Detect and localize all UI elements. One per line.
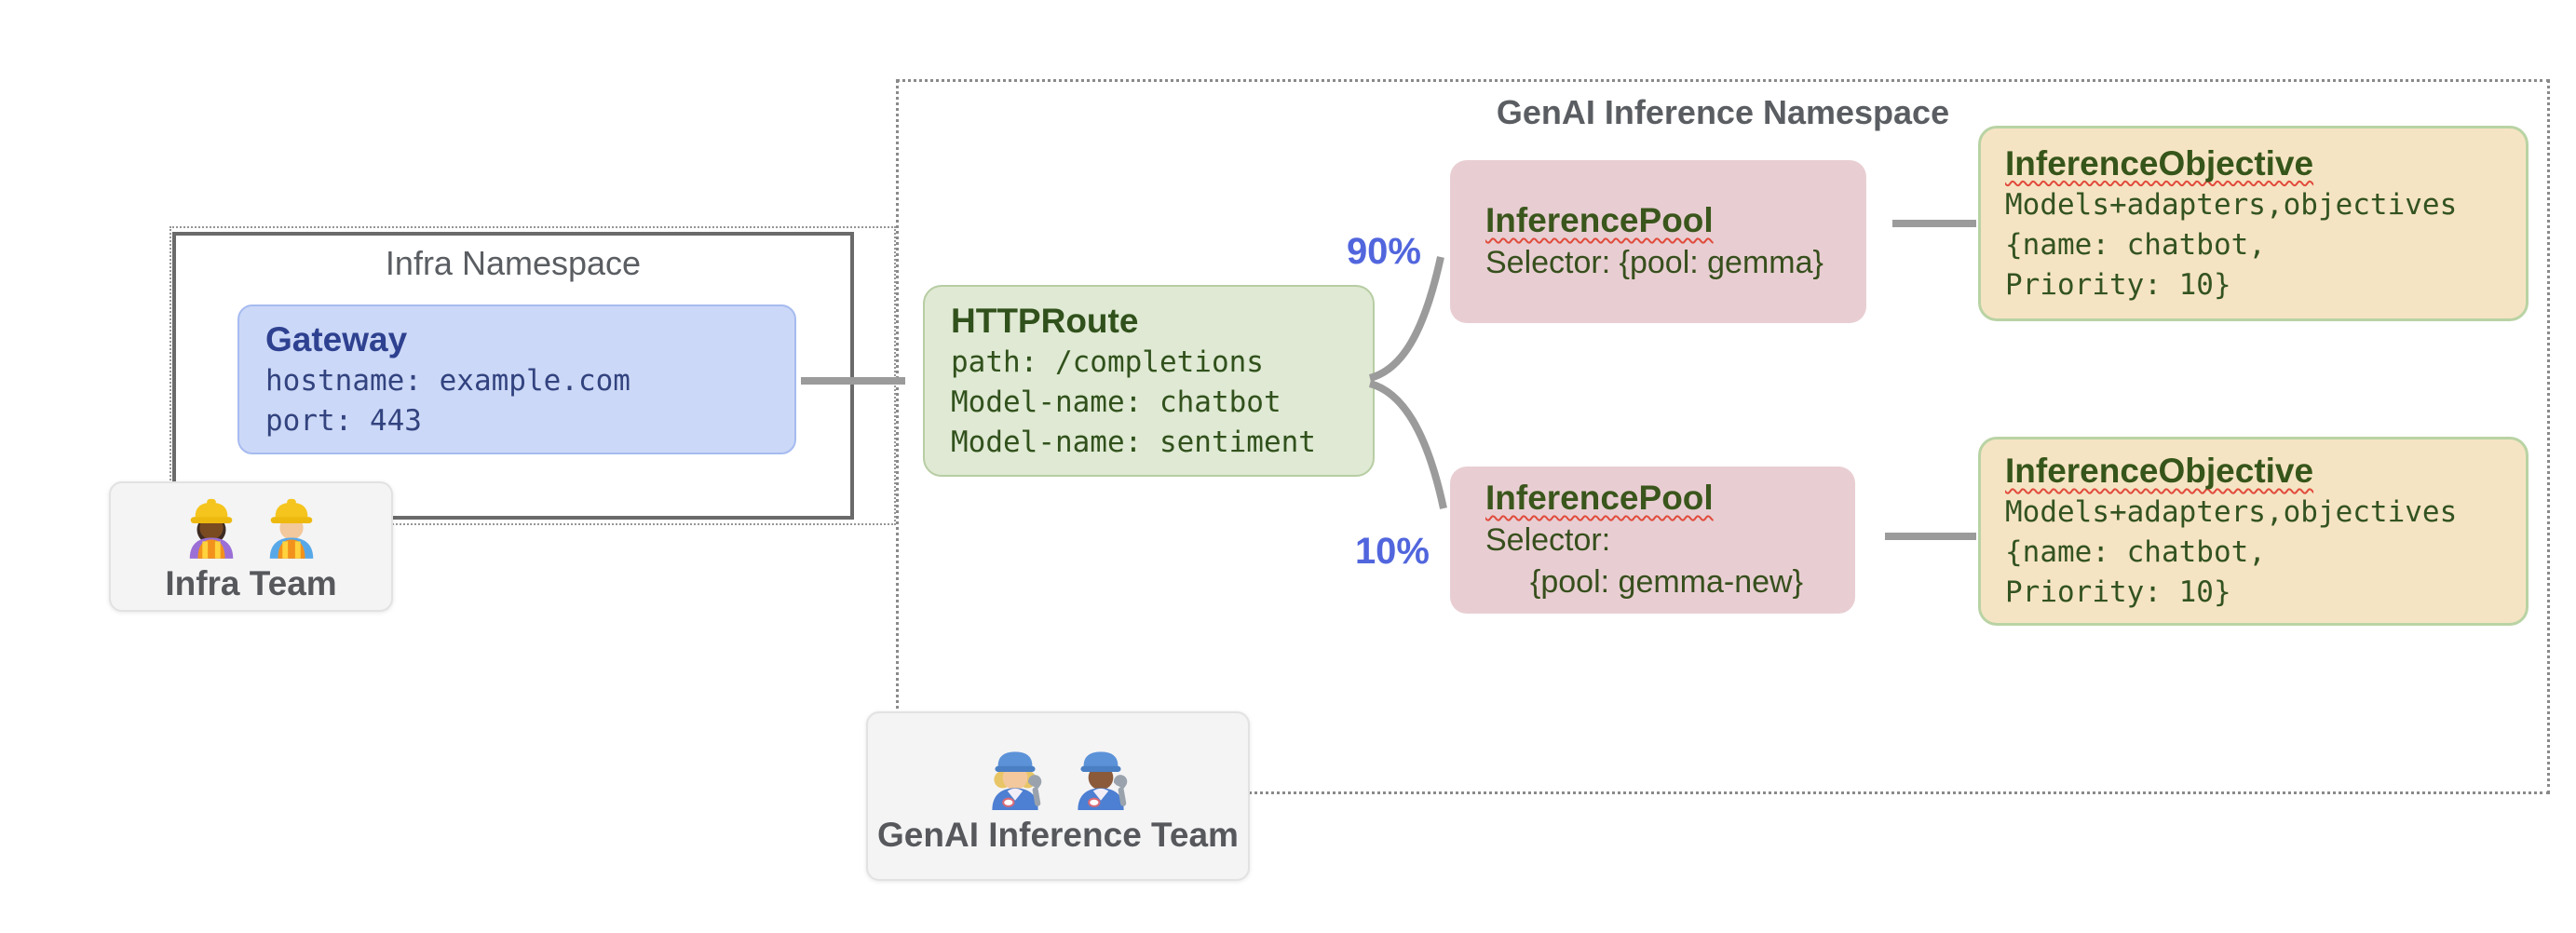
woman-mechanic-emoji: [992, 751, 1042, 810]
gateway-port: port: 443: [265, 403, 422, 438]
gateway-card: Gateway hostname: example.com port: 443: [237, 304, 796, 454]
inference-pool-selector-value: {pool: gemma-new}: [1530, 564, 1803, 600]
inference-objective-title: InferenceObjective: [2005, 452, 2314, 490]
objective-models-line: Models+adapters,objectives: [2005, 187, 2458, 222]
gateway-hostname: hostname: example.com: [265, 363, 630, 398]
inference-pool-selector: Selector:: [1485, 522, 1611, 558]
httproute-title: HTTPRoute: [951, 301, 1139, 340]
inference-pool-gemma-card: InferencePool Selector: {pool: gemma}: [1450, 160, 1866, 323]
infra-namespace-title: Infra Namespace: [385, 244, 642, 282]
genai-team-label: GenAI Inference Team: [877, 816, 1239, 854]
genai-team-emojis: [983, 737, 1132, 810]
httproute-path: path: /completions: [951, 345, 1264, 379]
inference-objective-bottom-card: InferenceObjective Models+adapters,objec…: [1978, 437, 2529, 626]
man-construction-worker-emoji: [269, 498, 313, 559]
genai-team-box: GenAI Inference Team: [866, 711, 1250, 881]
inference-objective-top-card: InferenceObjective Models+adapters,objec…: [1978, 126, 2529, 321]
infra-namespace-dotted-border: [169, 226, 896, 525]
objective-name-line: {name: chatbot,: [2005, 535, 2266, 569]
genai-namespace-dotted-border: [896, 79, 2550, 794]
infra-team-label: Infra Team: [165, 564, 337, 602]
httproute-model-chatbot: Model-name: chatbot: [951, 385, 1281, 419]
genai-namespace-title: GenAI Inference Namespace: [1496, 93, 1950, 131]
infra-team-emojis: [183, 490, 320, 559]
infra-team-box: Infra Team: [109, 481, 393, 612]
man-mechanic-emoji: [1078, 751, 1128, 810]
objective-models-line: Models+adapters,objectives: [2005, 495, 2458, 529]
infra-namespace-box: [172, 232, 854, 520]
gateway-title: Gateway: [265, 319, 408, 358]
traffic-weight-10: 10%: [1354, 531, 1430, 572]
httproute-card: HTTPRoute path: /completions Model-name:…: [923, 285, 1375, 477]
inference-pool-selector: Selector: {pool: gemma}: [1485, 245, 1824, 280]
woman-construction-worker-emoji: [189, 498, 233, 559]
traffic-weight-90: 90%: [1346, 231, 1421, 272]
inference-objective-title: InferenceObjective: [2005, 143, 2314, 183]
objective-priority-line: Priority: 10}: [2005, 267, 2231, 302]
inference-pool-gemma-new-card: InferencePool Selector: {pool: gemma-new…: [1450, 466, 1855, 614]
httproute-model-sentiment: Model-name: sentiment: [951, 425, 1316, 459]
objective-name-line: {name: chatbot,: [2005, 227, 2266, 262]
inference-pool-title: InferencePool: [1485, 479, 1714, 517]
inference-pool-title: InferencePool: [1485, 201, 1714, 239]
objective-priority-line: Priority: 10}: [2005, 575, 2231, 609]
